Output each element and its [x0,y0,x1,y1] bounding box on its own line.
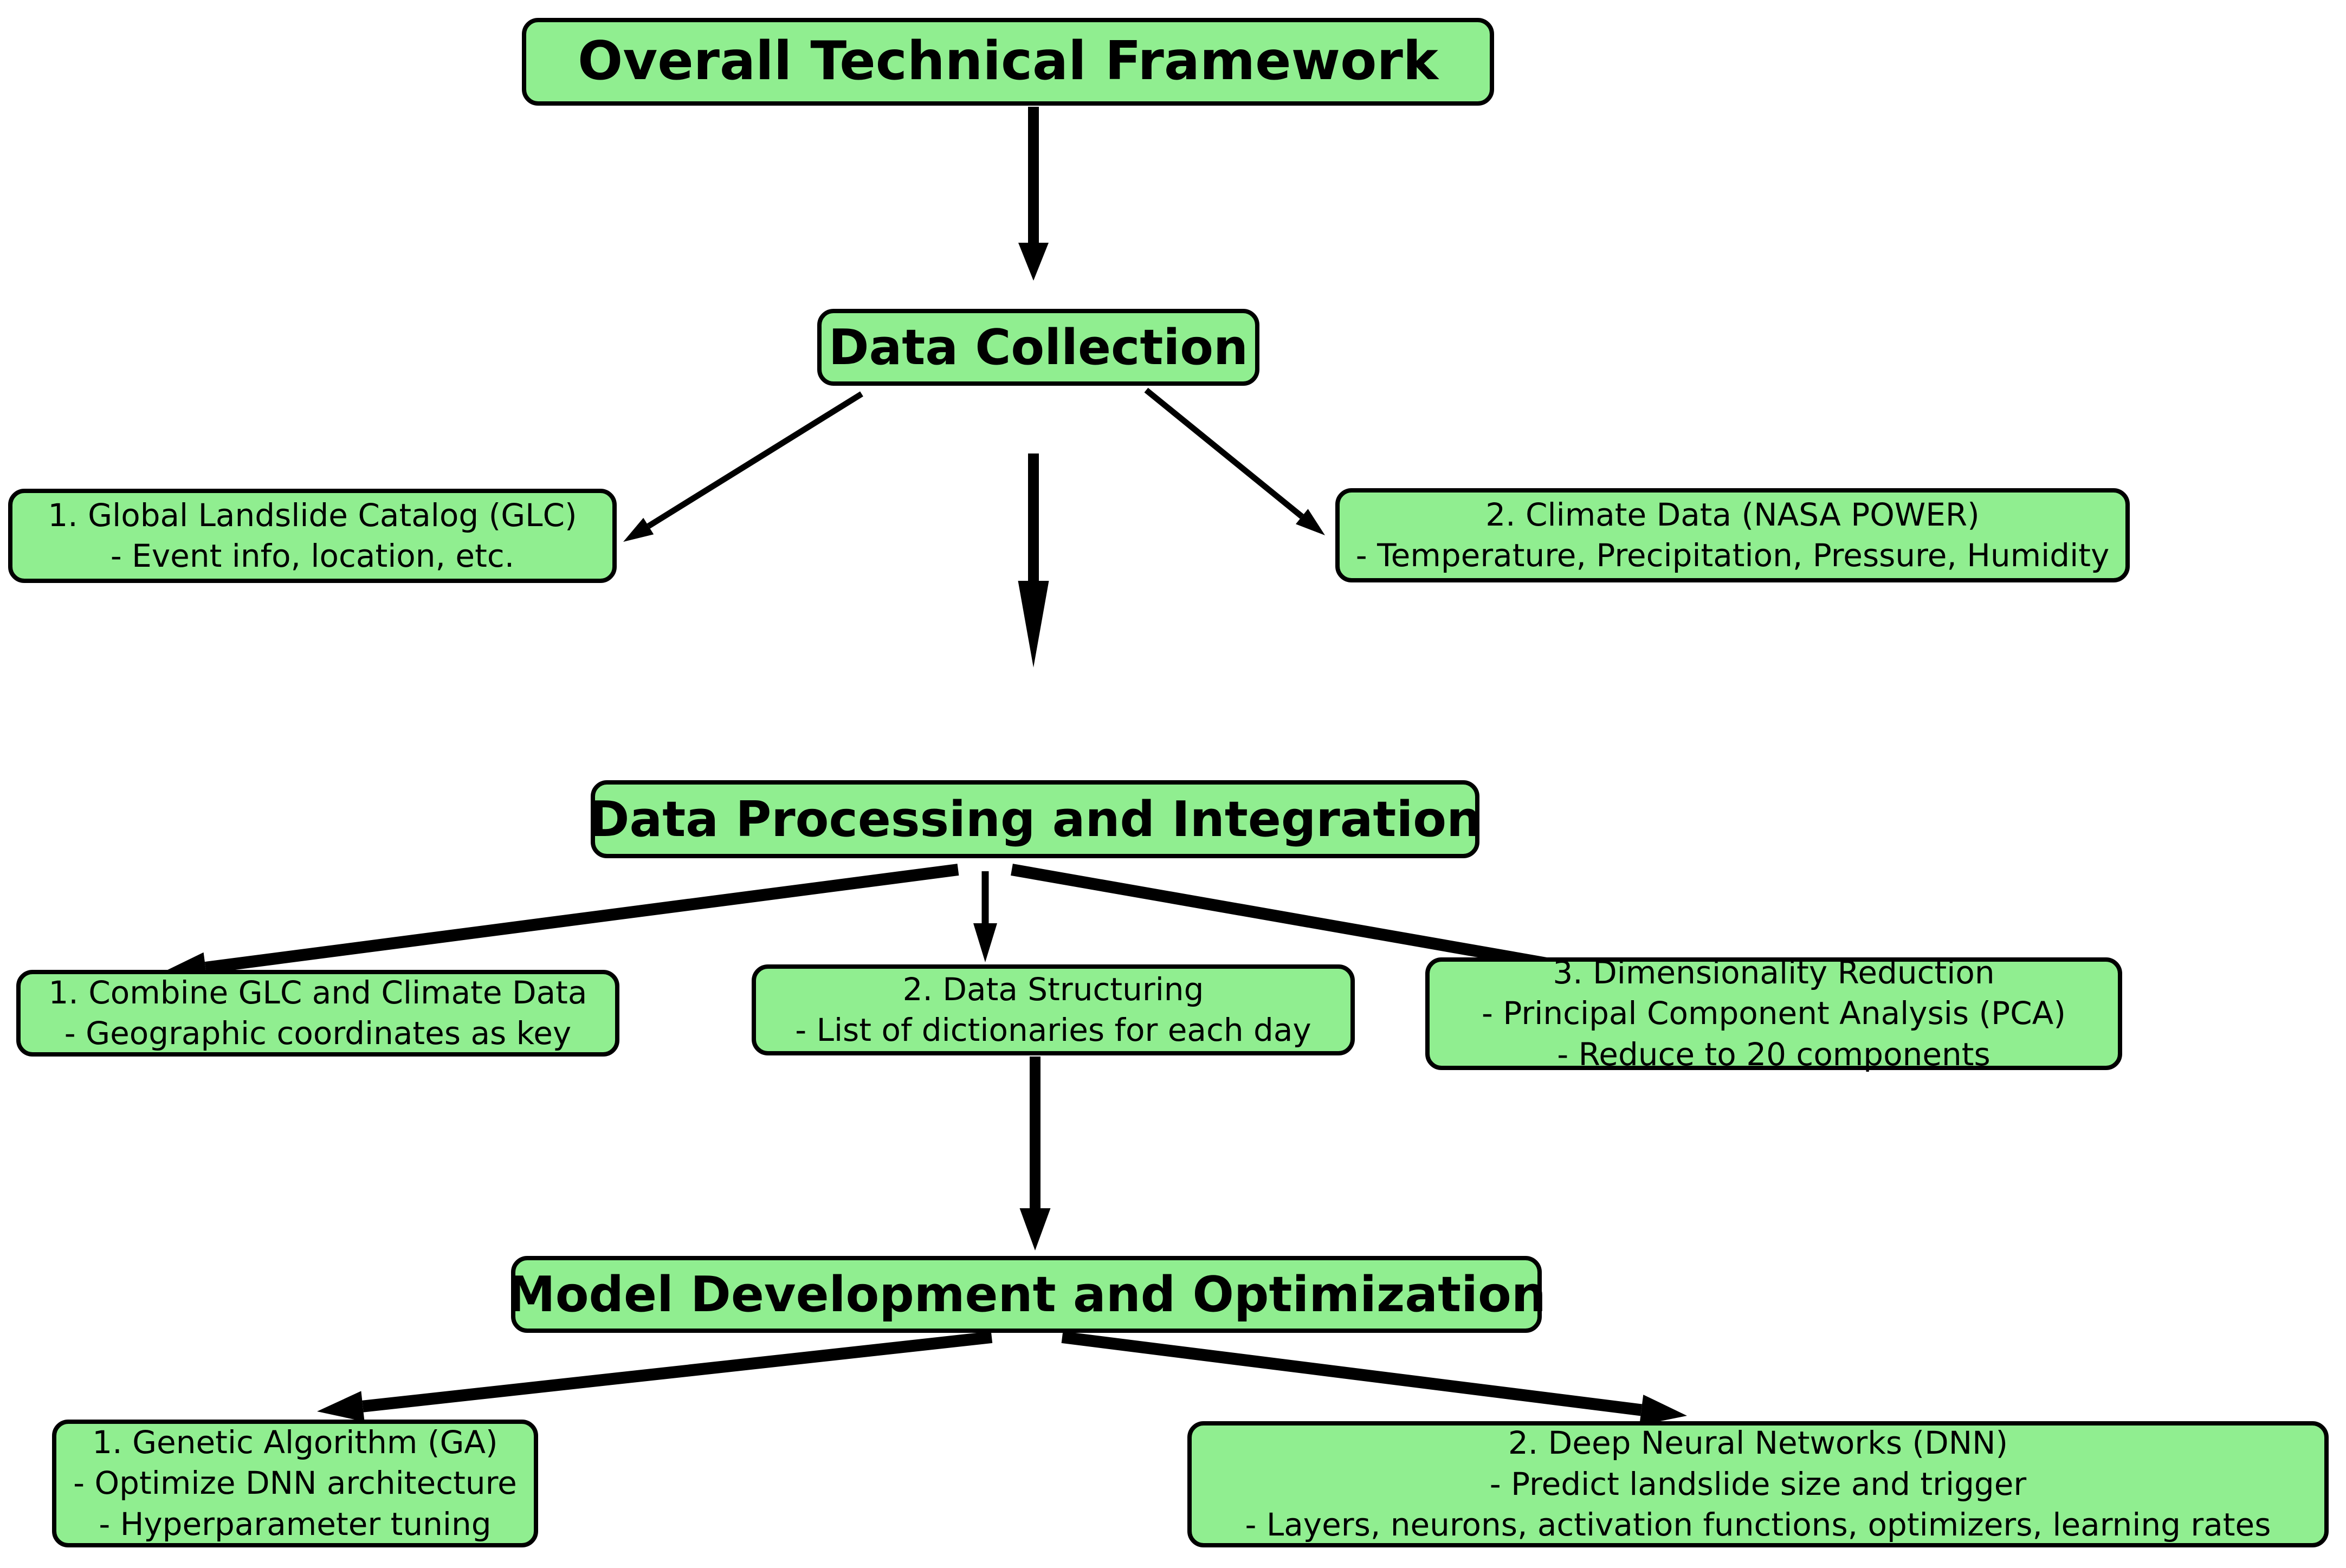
arrow-collection-to-climate [1144,387,1325,535]
node-collection: Data Collection [817,309,1259,386]
arrow-model-to-dnn [1061,1331,1687,1426]
node-dnn-label-line-1: - Predict landslide size and trigger [1489,1465,2027,1502]
node-ga-label-line-1: - Optimize DNN architecture [73,1465,517,1502]
node-dnn-label-line-2: - Layers, neurons, activation functions,… [1245,1506,2271,1544]
node-climate-label-line-1: - Temperature, Precipitation, Pressure, … [1355,537,2110,574]
node-dnn: 2. Deep Neural Networks (DNN)- Predict l… [1187,1421,2329,1547]
node-title: Overall Technical Framework [522,18,1494,106]
node-ga-label-line-0: 1. Genetic Algorithm (GA) [92,1423,498,1461]
node-climate-label-line-0: 2. Climate Data (NASA POWER) [1485,496,1980,533]
node-glc-label-line-0: 1. Global Landslide Catalog (GLC) [48,496,577,534]
arrow-processing-to-structuring [973,871,997,962]
arrow-title-to-collection [1018,107,1049,281]
node-dimred-label-line-2: - Reduce to 20 components [1557,1035,1990,1073]
node-glc: 1. Global Landslide Catalog (GLC)- Event… [8,489,617,583]
arrow-model-to-ga [317,1331,993,1422]
node-glc-label-line-1: - Event info, location, etc. [110,537,515,574]
node-processing-label-line-0: Data Processing and Integration [589,791,1482,848]
node-model: Model Development and Optimization [507,1256,1546,1333]
node-dimred: 3. Dimensionality Reduction - Principal C… [1425,954,2122,1073]
node-structuring-label-line-0: 2. Data Structuring [902,970,1204,1008]
arrow-collection-to-processing [1018,453,1049,668]
node-dimred-label-line-1: - Principal Component Analysis (PCA) [1482,995,2066,1032]
node-title-label-line-0: Overall Technical Framework [578,30,1438,93]
node-climate: 2. Climate Data (NASA POWER) - Temperatur… [1335,488,2130,582]
node-ga: 1. Genetic Algorithm (GA) - Optimize DNN … [52,1420,538,1547]
arrow-structuring-to-model [1019,1057,1051,1250]
node-dimred-label-line-0: 3. Dimensionality Reduction [1553,954,1995,991]
arrow-collection-to-glc [623,391,863,542]
node-structuring-label-line-1: - List of dictionaries for each day [795,1012,1311,1048]
node-processing: Data Processing and Integration [589,780,1482,858]
node-ga-label-line-2: - Hyperparameter tuning [99,1505,492,1543]
node-model-label-line-0: Model Development and Optimization [507,1266,1546,1323]
node-structuring: 2. Data Structuring - List of dictionarie… [752,964,1355,1055]
node-combine: 1. Combine GLC and Climate Data - Geograp… [16,970,619,1057]
node-dnn-label-line-0: 2. Deep Neural Networks (DNN) [1508,1424,2008,1462]
node-collection-label-line-0: Data Collection [828,319,1249,376]
node-combine-label-line-1: - Geographic coordinates as key [64,1015,572,1052]
node-combine-label-line-0: 1. Combine GLC and Climate Data [48,974,587,1011]
